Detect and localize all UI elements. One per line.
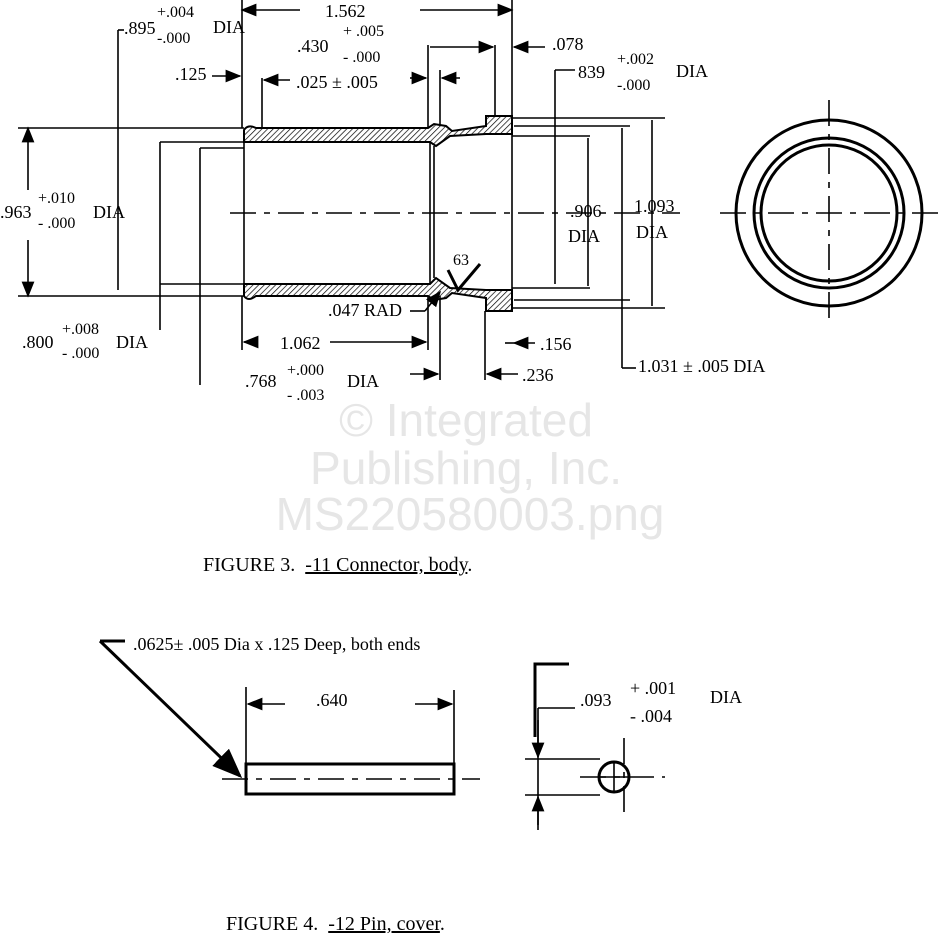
dim-1093: 1.093: [634, 196, 675, 216]
dim-125: .125: [175, 64, 207, 84]
tol-plus: +.010: [38, 190, 75, 207]
figure-4-labels: .0625± .005 Dia x .125 Deep, both ends .…: [133, 634, 742, 726]
connector-body-end-view: [720, 100, 942, 320]
figure-4-caption: FIGURE 4. -12 Pin, cover.: [226, 913, 445, 935]
caption-suffix: .: [440, 913, 445, 935]
watermark-line-1: © Integrated: [339, 394, 593, 446]
pin-cover-drawing: [98, 639, 665, 830]
caption-title: -11 Connector, body: [305, 554, 468, 576]
dia-label: DIA: [676, 61, 708, 81]
dim-800: .800: [22, 332, 54, 352]
caption-prefix: FIGURE 3.: [203, 554, 295, 576]
dim-radius: .047 RAD: [328, 300, 402, 320]
dim-1031: 1.031 ± .005 DIA: [638, 356, 765, 376]
dim-length: .640: [316, 690, 348, 710]
tol-plus: + .001: [630, 678, 676, 698]
dim-963: .963: [0, 202, 32, 222]
dim-025: .025 ± .005: [296, 72, 378, 92]
tol-minus: - .000: [343, 49, 380, 66]
dia-label: DIA: [568, 226, 600, 246]
dim-768: .768: [245, 371, 277, 391]
dim-906: .906: [570, 201, 602, 221]
dia-label: DIA: [213, 17, 245, 37]
dia-label: DIA: [93, 202, 125, 222]
tol-minus: - .000: [62, 345, 99, 362]
tol-minus: - .003: [287, 387, 324, 404]
tol-minus: -.000: [617, 77, 650, 94]
dim-430: .430: [297, 36, 329, 56]
dim-overall-length: 1.562: [325, 1, 366, 21]
dia-label: DIA: [116, 332, 148, 352]
tol-plus: +.004: [157, 4, 194, 21]
dim-093: .093: [580, 690, 612, 710]
tol-minus: - .000: [38, 215, 75, 232]
caption-title: -12 Pin, cover: [328, 913, 441, 935]
figure-3-caption: FIGURE 3. -11 Connector, body.: [203, 554, 472, 576]
watermark-line-3: MS220580003.png: [276, 488, 665, 540]
dia-label: DIA: [347, 371, 379, 391]
caption-suffix: .: [467, 554, 472, 576]
dim-236: .236: [522, 365, 554, 385]
dim-1062: 1.062: [280, 333, 321, 353]
dim-078: .078: [552, 34, 584, 54]
tol-plus: +.008: [62, 321, 99, 338]
surface-finish: 63: [453, 252, 469, 269]
dia-label: DIA: [636, 222, 668, 242]
hole-note: .0625± .005 Dia x .125 Deep, both ends: [133, 634, 420, 654]
dim-156: .156: [540, 334, 572, 354]
dim-839: 839: [578, 62, 605, 82]
tol-plus: +.000: [287, 362, 324, 379]
figure-3-labels: 1.562 .895 +.004 -.000 DIA .430 + .005 -…: [0, 1, 765, 404]
dia-label: DIA: [710, 687, 742, 707]
dimension-lines: [18, 0, 665, 385]
tol-plus: +.002: [617, 51, 654, 68]
watermark-line-2: Publishing, Inc.: [310, 442, 622, 494]
tol-plus: + .005: [343, 23, 384, 40]
tol-minus: -.000: [157, 30, 190, 47]
connector-body-section: [230, 115, 680, 312]
dim-895: .895: [124, 18, 156, 38]
caption-prefix: FIGURE 4.: [226, 913, 318, 935]
watermark: © Integrated Publishing, Inc. MS22058000…: [276, 394, 665, 540]
tol-minus: - .004: [630, 706, 672, 726]
